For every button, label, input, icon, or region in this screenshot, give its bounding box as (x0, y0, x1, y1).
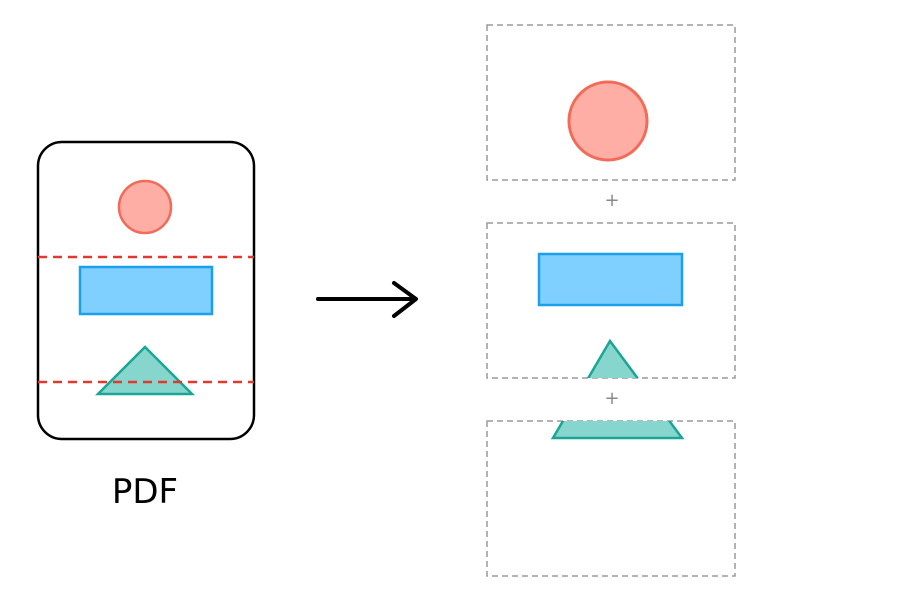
chunk-2-border (486, 222, 736, 379)
chunk-3 (486, 420, 736, 577)
plus-sign-2: + (604, 388, 620, 409)
chunk-1-border (486, 24, 736, 181)
chunk-3-border (486, 420, 736, 577)
chunk-1 (486, 24, 736, 181)
pdf-rectangle-shape (78, 265, 214, 316)
right-arrow-icon (316, 281, 418, 318)
chunk-1-circle-shape (567, 80, 649, 162)
plus-sign-1: + (604, 190, 620, 211)
pdf-circle-shape (117, 179, 173, 235)
pdf-document (36, 140, 256, 441)
chunk-2 (486, 222, 736, 379)
chunk-2-triangle-top-part (586, 338, 640, 378)
pdf-label: PDF (111, 472, 179, 512)
chunk-3-triangle-bottom-part (550, 421, 685, 440)
chunk-2-rectangle-shape (537, 252, 684, 307)
